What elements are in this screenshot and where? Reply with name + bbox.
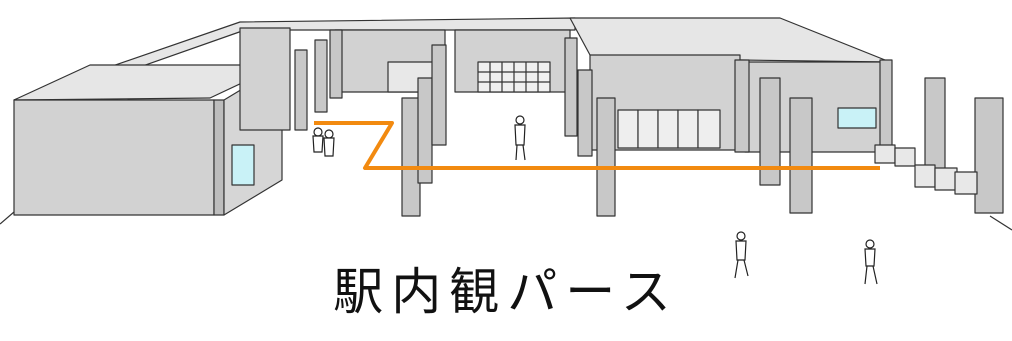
pillar-8: [759, 77, 781, 186]
pillar-9: [789, 97, 813, 214]
pillar-front-1: [401, 97, 421, 217]
ticket-gates: [874, 144, 978, 195]
walking-person-center: [514, 115, 526, 161]
couple-figures: [312, 127, 335, 157]
pillar-1: [314, 39, 328, 113]
walking-person-front-right: [864, 239, 878, 285]
pillar-4: [564, 37, 578, 137]
guide-route-line: [314, 121, 880, 170]
pillar-10: [879, 59, 893, 156]
pillar-7: [734, 59, 750, 153]
ticket-machines: [617, 109, 721, 149]
lockers: [477, 61, 551, 93]
pillar-12: [974, 97, 1004, 214]
ceiling-slab-right: [569, 17, 891, 63]
pillar-5: [577, 69, 593, 157]
left-block-front: [13, 99, 215, 216]
caption-title: 駅内観パース: [333, 263, 679, 321]
pillar-3: [294, 49, 308, 131]
glass-panel-right: [837, 107, 877, 129]
floor-edge-right: [989, 215, 1012, 231]
left-block-side-face: [213, 99, 225, 216]
left-mid-wall: [239, 27, 291, 131]
glass-panel-left: [231, 144, 255, 186]
pillar-front-3: [431, 44, 447, 146]
walking-person-front-left: [734, 231, 749, 279]
pillar-6: [596, 97, 616, 217]
floor-edge-left: [0, 211, 15, 225]
pillar-2: [329, 29, 343, 99]
